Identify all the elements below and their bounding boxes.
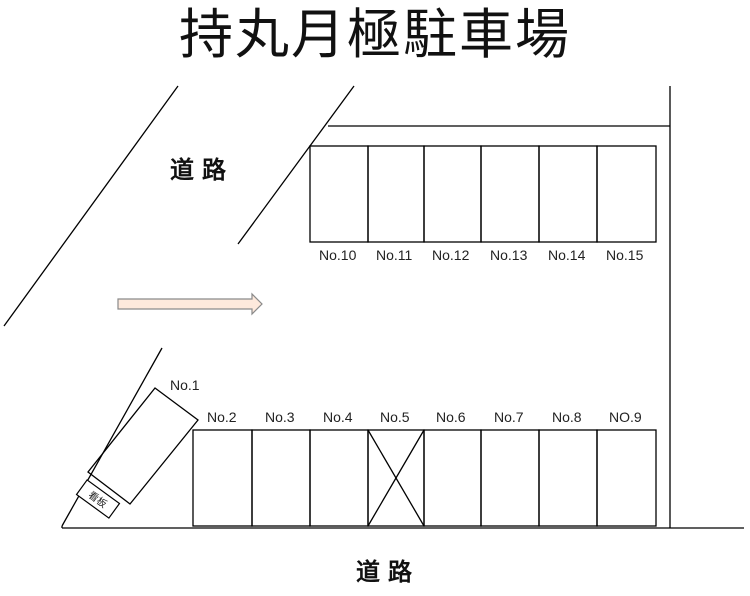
slot-label: No.5: [380, 409, 410, 425]
parking-space: [480, 145, 540, 243]
slot-label: No.3: [265, 409, 295, 425]
road-edge-left: [3, 85, 179, 327]
slot-label: No.4: [323, 409, 353, 425]
slot-label: No.15: [606, 247, 644, 263]
road-edge-right: [237, 85, 355, 245]
slot-label: No.6: [436, 409, 466, 425]
parking-space: [192, 429, 253, 527]
slot-label: No.8: [552, 409, 582, 425]
parking-space: [423, 429, 482, 527]
signboard: 看板: [75, 479, 121, 519]
slot-label: NO.9: [609, 409, 642, 425]
parking-space: [596, 429, 657, 527]
parking-space-angled: [87, 387, 199, 505]
slot-label: No.2: [207, 409, 237, 425]
road-label-upper: 道路: [170, 156, 234, 184]
parking-space: [251, 429, 311, 527]
top-slot-row: [309, 145, 657, 243]
slot-label: No.13: [490, 247, 528, 263]
parking-space: [367, 145, 425, 243]
slot-label: No.11: [376, 247, 413, 263]
parking-space: [309, 429, 369, 527]
parking-space: [480, 429, 540, 527]
parking-space: [538, 429, 598, 527]
slot-label: No.14: [548, 247, 586, 263]
slot-label: No.12: [432, 247, 470, 263]
entrance-arrow: [117, 292, 263, 316]
parking-space: [309, 145, 369, 243]
parking-space: [596, 145, 657, 243]
bottom-slot-row: [192, 429, 657, 527]
parking-space: [538, 145, 598, 243]
page-title: 持丸月極駐車場: [179, 3, 571, 66]
slot-label-angled: No.1: [170, 377, 200, 393]
road-label-bottom: 道路: [356, 558, 420, 586]
slot-label: No.10: [319, 247, 357, 263]
parking-space: [423, 145, 482, 243]
slot-label: No.7: [494, 409, 524, 425]
unavailable-cross: [367, 429, 425, 527]
